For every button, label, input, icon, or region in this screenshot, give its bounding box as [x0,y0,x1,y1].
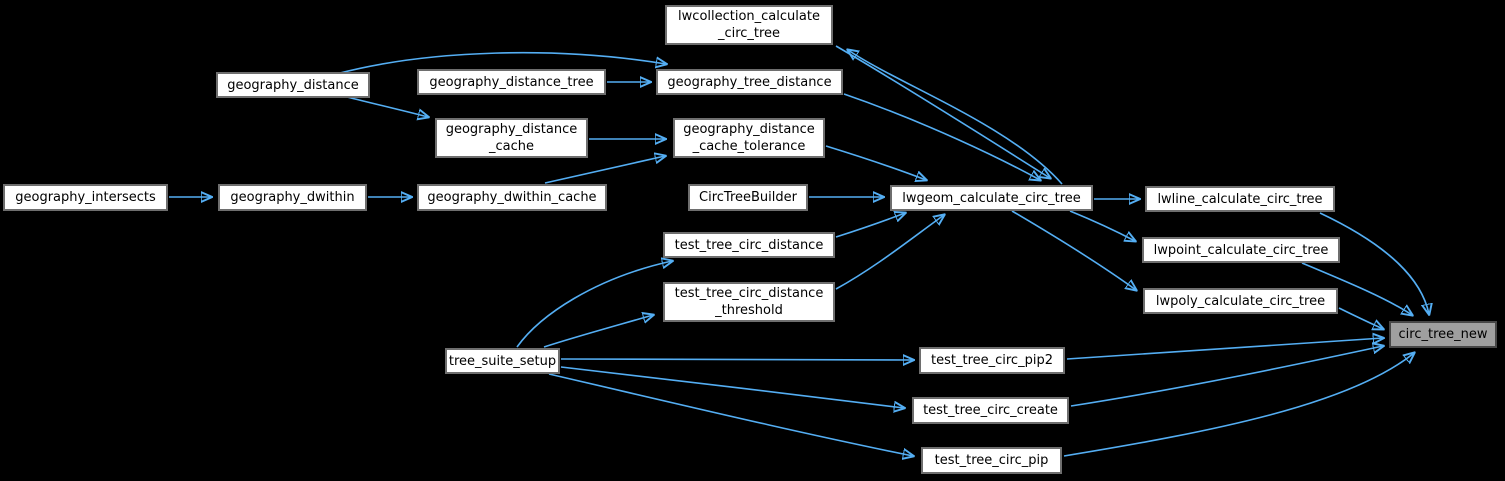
edge-lwpoint_calculate_circ_tree-to-circ_tree_new [1301,262,1412,315]
node-lwline-calculate-circ-tree[interactable]: lwline_calculate_circ_tree [1145,186,1335,212]
node-test-tree-circ-create[interactable]: test_tree_circ_create [912,397,1069,424]
edge-lwcollection_calculate_circ_tree-to-lwgeom_calculate_circ_tree [835,45,1050,178]
node-geography-distance-tree[interactable]: geography_distance_tree [417,69,606,95]
node-lwpoint-calculate-circ-tree[interactable]: lwpoint_calculate_circ_tree [1142,237,1340,263]
edge-geography_tree_distance-to-lwgeom_calculate_circ_tree [843,93,1040,180]
node-geography-distance-cache-tolerance[interactable]: geography_distance _cache_tolerance [673,118,825,158]
edge-geography_distance-to-geography_tree_distance [339,51,666,74]
edge-geography_distance-to-geography_distance_cache [346,96,428,117]
edge-lwpoly_calculate_circ_tree-to-circ_tree_new [1338,307,1383,329]
node-geography-dwithin-cache[interactable]: geography_dwithin_cache [417,184,607,211]
edge-geography_distance_cache_tolerance-to-lwgeom_calculate_circ_tree [825,145,926,180]
node-geography-tree-distance[interactable]: geography_tree_distance [656,69,843,95]
node-test-tree-circ-distance-threshold[interactable]: test_tree_circ_distance _threshold [663,282,835,322]
node-test-tree-circ-distance[interactable]: test_tree_circ_distance [663,232,835,258]
node-tree-suite-setup[interactable]: tree_suite_setup [445,348,560,374]
edge-tree_suite_setup-to-test_tree_circ_create [560,366,904,408]
edge-test_tree_circ_distance_threshold-to-lwgeom_calculate_circ_tree [835,215,944,290]
edge-test_tree_circ_distance-to-lwgeom_calculate_circ_tree [835,213,905,238]
edge-test_tree_circ_create-to-circ_tree_new [1070,346,1383,407]
node-geography-dwithin[interactable]: geography_dwithin [218,184,367,211]
edge-tree_suite_setup-to-test_tree_circ_distance_threshold [543,315,653,348]
edge-tree_suite_setup-to-test_tree_circ_distance [516,261,672,348]
node-geography-intersects[interactable]: geography_intersects [3,184,168,211]
node-geography-distance-cache[interactable]: geography_distance _cache [435,118,588,158]
node-geography-distance[interactable]: geography_distance [216,72,370,98]
edge-lwgeom_calculate_circ_tree-to-lwcollection_calculate_circ_tree [848,50,1063,185]
node-lwcollection-calculate-circ-tree[interactable]: lwcollection_calculate _circ_tree [665,5,833,45]
node-circtreebuilder[interactable]: CircTreeBuilder [688,184,808,211]
edge-lwgeom_calculate_circ_tree-to-lwpoint_calculate_circ_tree [1069,210,1135,241]
node-circ-tree-new: circ_tree_new [1389,321,1497,348]
node-lwpoly-calculate-circ-tree[interactable]: lwpoly_calculate_circ_tree [1143,288,1338,314]
node-test-tree-circ-pip2[interactable]: test_tree_circ_pip2 [919,347,1065,374]
node-test-tree-circ-pip[interactable]: test_tree_circ_pip [921,447,1062,474]
node-lwgeom-calculate-circ-tree[interactable]: lwgeom_calculate_circ_tree [890,185,1093,211]
edge-test_tree_circ_pip2-to-circ_tree_new [1066,338,1383,360]
edge-tree_suite_setup-to-test_tree_circ_pip [548,373,913,456]
edge-lwline_calculate_circ_tree-to-circ_tree_new [1319,212,1429,314]
edge-tree_suite_setup-to-test_tree_circ_pip2 [560,359,913,360]
edge-geography_dwithin_cache-to-geography_distance_cache_tolerance [544,156,665,184]
edge-test_tree_circ_pip-to-circ_tree_new [1063,353,1414,457]
edge-lwgeom_calculate_circ_tree-to-lwpoly_calculate_circ_tree [1011,210,1136,290]
